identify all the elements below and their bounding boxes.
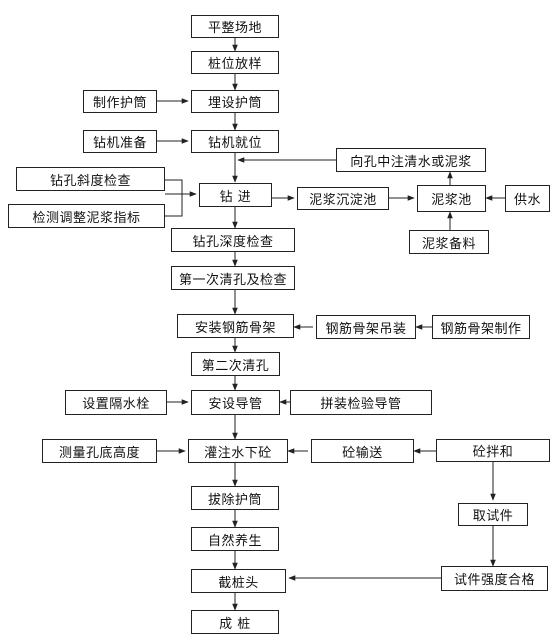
box-fill-water-mud: 向孔中注清水或泥浆: [336, 148, 486, 172]
box-make-casing: 制作护筒: [83, 90, 157, 113]
box-rig-prep: 钻机准备: [83, 130, 157, 153]
box-pour-concrete: 灌注水下砼: [188, 439, 288, 463]
box-concrete-mix: 砼拌和: [436, 439, 550, 462]
box-site-leveling: 平整场地: [191, 15, 279, 38]
box-cage-hoist: 钢筋骨架吊装: [316, 315, 416, 339]
line-inclination: [165, 179, 183, 194]
box-mud-pond: 泥浆池: [417, 185, 486, 212]
box-water-plug: 设置隔水栓: [65, 390, 167, 415]
box-install-cage: 安装钢筋骨架: [177, 314, 294, 338]
line-mud-adjust: [165, 194, 183, 217]
box-curing: 自然养生: [191, 527, 279, 551]
box-concrete-transport: 砼输送: [311, 439, 414, 463]
box-sampling: 取试件: [458, 503, 528, 526]
box-mud-material: 泥浆备料: [409, 230, 489, 254]
box-pile-layout: 桩位放样: [191, 51, 279, 74]
box-bury-casing: 埋设护筒: [191, 90, 279, 113]
box-measure-depth: 测量孔底高度: [42, 439, 157, 463]
box-rig-position: 钻机就位: [191, 130, 279, 153]
box-first-cleaning: 第一次清孔及检查: [171, 266, 295, 290]
box-second-cleaning: 第二次清孔: [191, 352, 280, 376]
box-mud-adjust: 检测调整泥浆指标: [8, 204, 165, 228]
box-water-supply: 供水: [505, 185, 550, 212]
box-install-tremie: 安设导管: [191, 390, 280, 415]
box-inclination-check: 钻孔斜度检查: [16, 167, 165, 191]
box-tremie-check: 拼装检验导管: [290, 390, 432, 415]
box-depth-check: 钻孔深度检查: [171, 228, 295, 252]
box-settling-pond: 泥浆沉淀池: [297, 187, 389, 210]
box-specimen-ok: 试件强度合格: [441, 566, 548, 591]
box-remove-casing: 拔除护筒: [191, 486, 279, 510]
box-drilling: 钻 进: [199, 183, 272, 207]
box-cage-make: 钢筋骨架制作: [432, 315, 530, 339]
box-pile-done: 成 桩: [191, 610, 279, 634]
box-cut-pile-head: 截桩头: [191, 569, 286, 593]
